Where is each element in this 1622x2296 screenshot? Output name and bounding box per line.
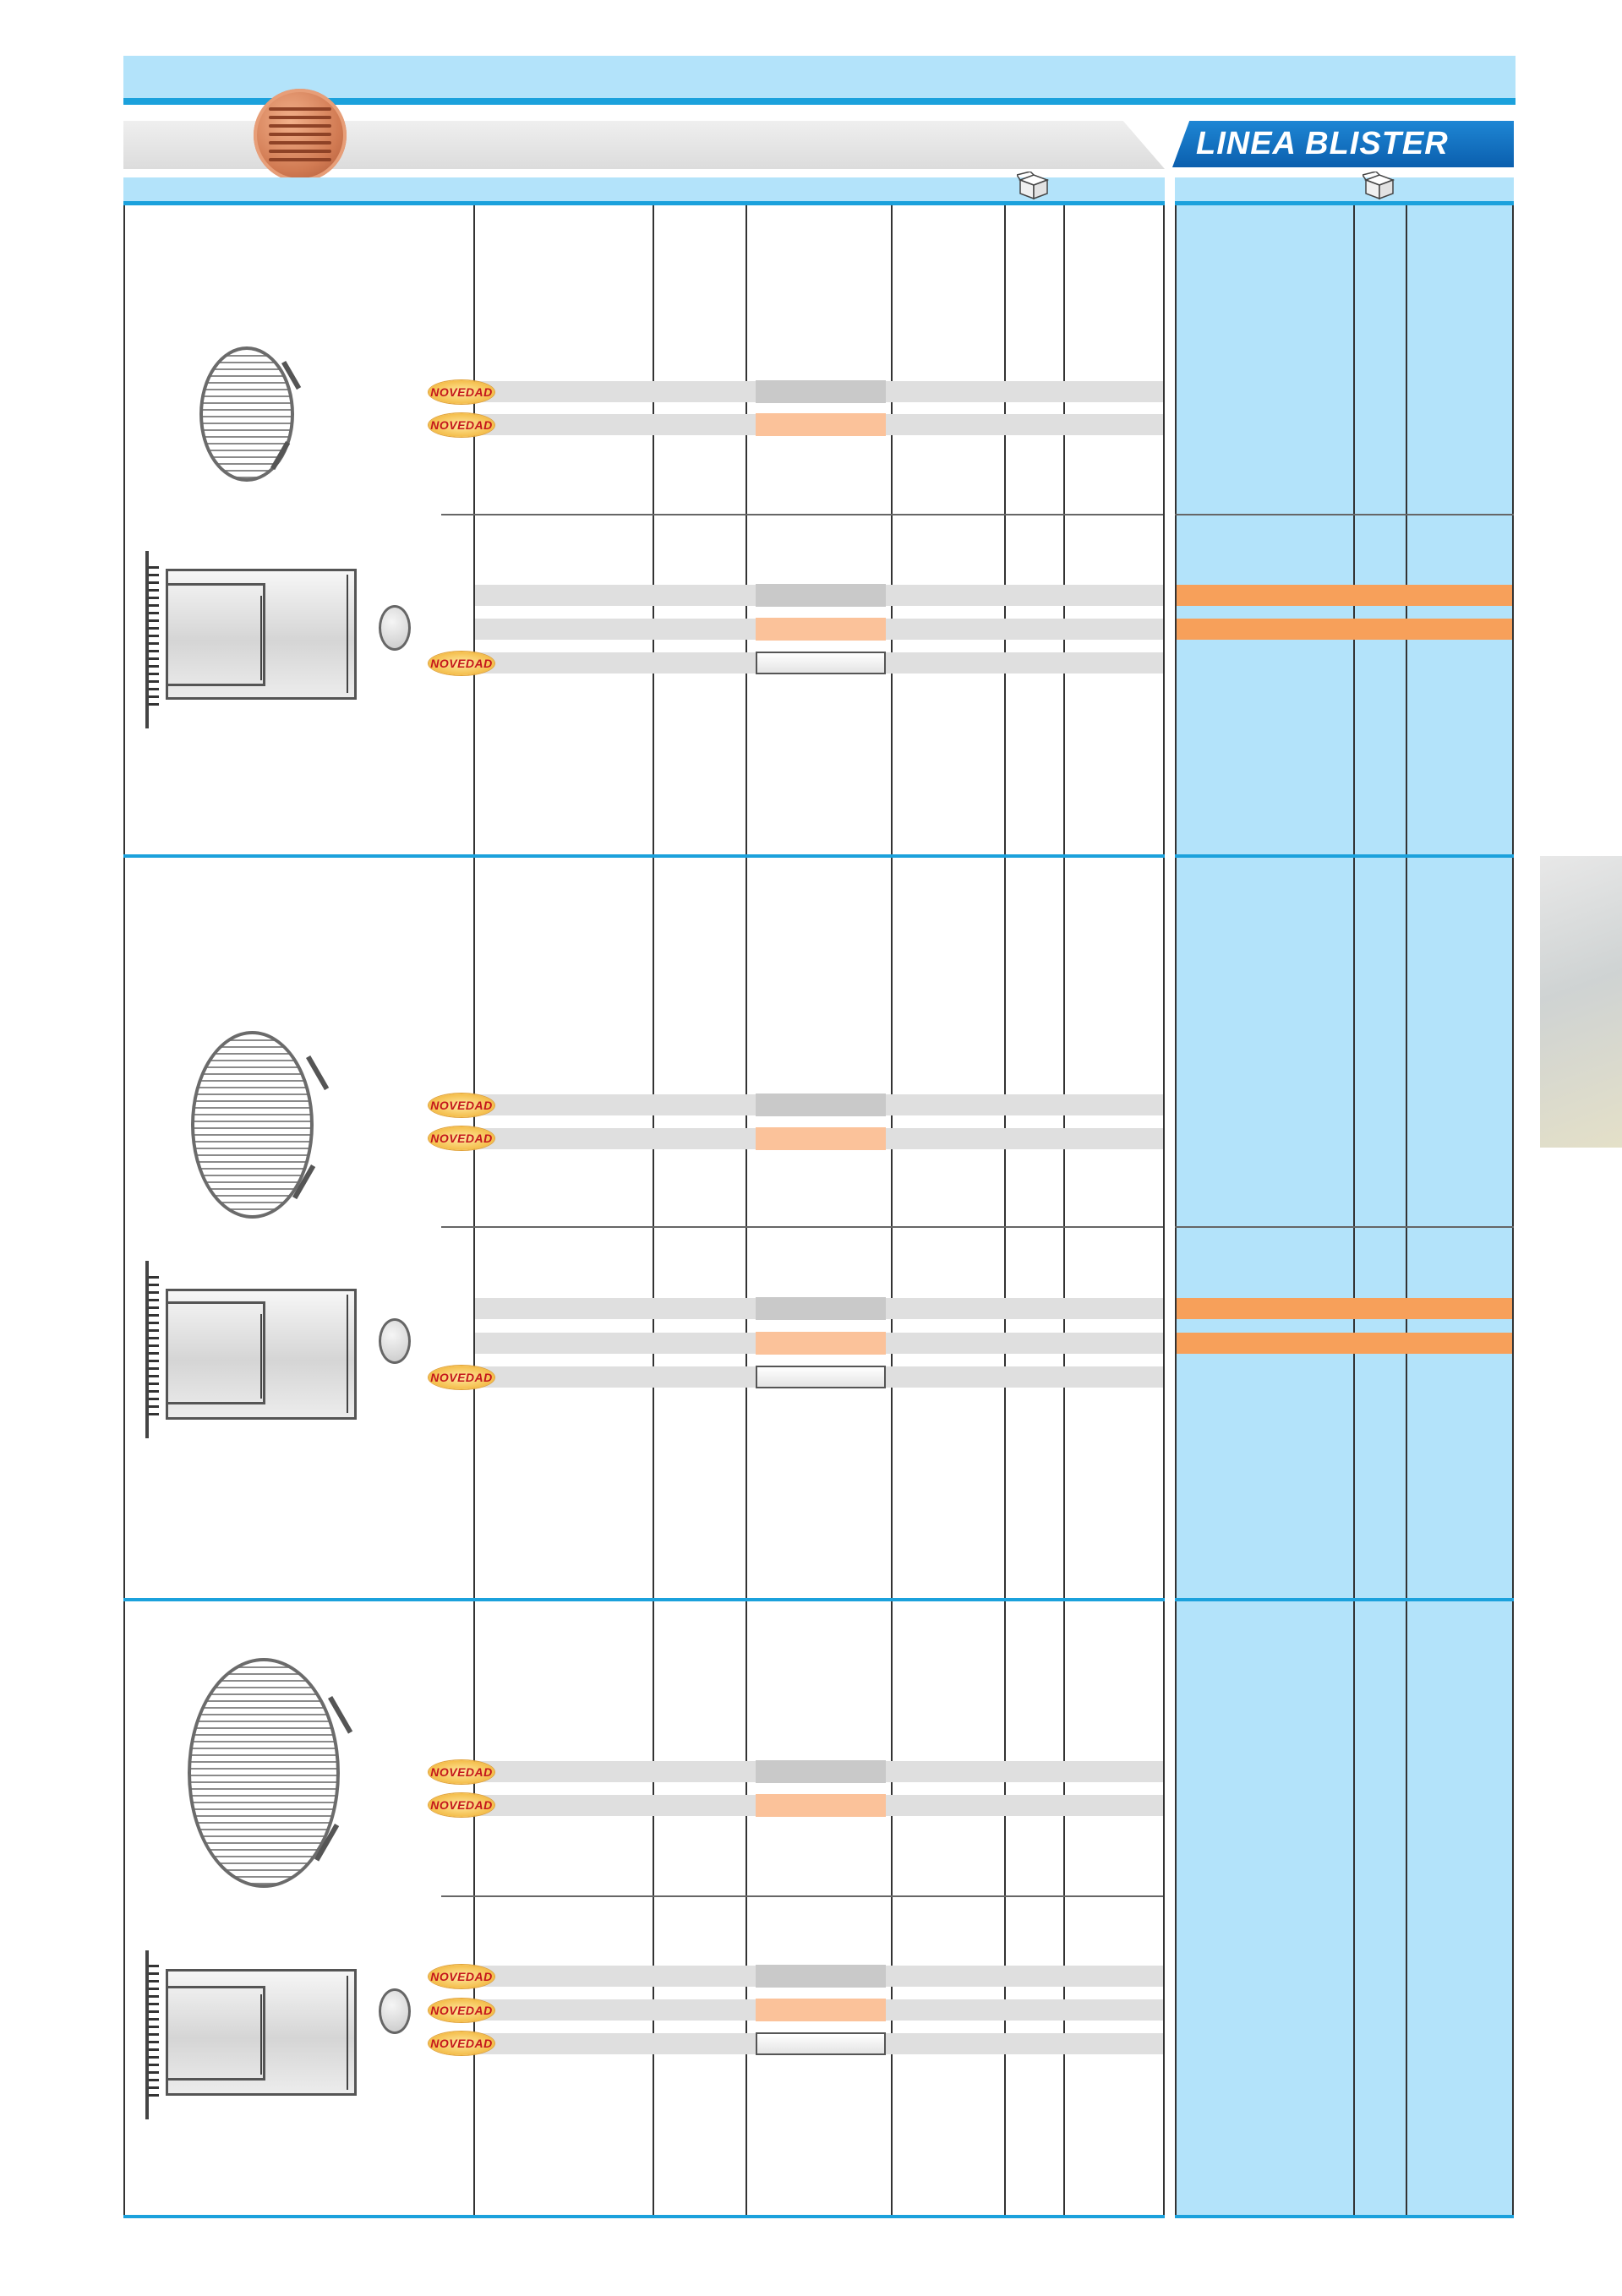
white-swatch-cell xyxy=(756,1366,886,1388)
sub-rule xyxy=(441,514,1163,515)
blister-highlight-row xyxy=(1177,619,1512,640)
novedad-badge: NOVEDAD xyxy=(429,1126,494,1150)
peach-swatch-cell xyxy=(756,1127,886,1150)
column-line xyxy=(891,205,893,2217)
round-grille-drawing xyxy=(191,1031,314,1219)
duct-teeth xyxy=(149,1965,159,2100)
blister-column-header-rule xyxy=(1175,201,1514,205)
column-header-rule xyxy=(123,201,1165,205)
column-line xyxy=(1163,205,1165,2217)
white-swatch-cell xyxy=(756,2032,886,2055)
novedad-badge: NOVEDAD xyxy=(429,413,494,437)
end-cap-drawing xyxy=(379,1988,411,2034)
dimension-arrow xyxy=(260,596,262,680)
duct-inner-sleeve xyxy=(166,1301,265,1404)
blister-panel xyxy=(1175,205,1514,2217)
novedad-badge: NOVEDAD xyxy=(429,1965,494,1988)
spring-clip xyxy=(306,1055,330,1091)
blister-highlight-row xyxy=(1177,1298,1512,1319)
column-line xyxy=(1063,205,1065,2217)
column-line xyxy=(1004,205,1006,2217)
box-icon xyxy=(1017,172,1050,200)
duct-teeth xyxy=(149,1276,159,1420)
duct-flange xyxy=(145,1261,149,1438)
column-line xyxy=(1353,205,1355,2217)
copper-grille-thumbnail xyxy=(254,89,347,182)
duct-teeth xyxy=(149,566,159,710)
peach-swatch-cell xyxy=(756,618,886,641)
peach-swatch-cell xyxy=(756,1999,886,2021)
box-icon xyxy=(1363,172,1395,200)
round-grille-drawing xyxy=(188,1658,340,1888)
top-color-band xyxy=(123,56,1516,101)
gray-swatch-cell xyxy=(756,1760,886,1783)
gray-swatch-cell xyxy=(756,584,886,607)
blister-column-header-strip xyxy=(1175,177,1514,203)
peach-swatch-cell xyxy=(756,1794,886,1817)
sub-rule xyxy=(441,1895,1163,1897)
dimension-arrow xyxy=(347,575,348,693)
column-line xyxy=(1406,205,1407,2217)
section-rule xyxy=(123,1598,1165,1601)
section-rule xyxy=(123,2215,1165,2218)
novedad-badge: NOVEDAD xyxy=(429,1793,494,1817)
round-grille-drawing xyxy=(199,346,294,482)
sub-rule xyxy=(441,1226,1163,1228)
novedad-badge: NOVEDAD xyxy=(429,1999,494,2022)
duct-inner-sleeve xyxy=(166,583,265,686)
white-swatch-cell xyxy=(756,652,886,674)
gray-swatch-cell xyxy=(756,1965,886,1988)
end-cap-drawing xyxy=(379,1318,411,1364)
column-line xyxy=(745,205,747,2217)
duct-flange xyxy=(145,1950,149,2119)
peach-swatch-cell xyxy=(756,1332,886,1355)
column-line xyxy=(1512,205,1514,2217)
side-material-swatch xyxy=(1540,856,1622,1148)
sub-rule xyxy=(1175,514,1514,515)
column-header-strip xyxy=(123,177,1165,203)
novedad-badge: NOVEDAD xyxy=(429,1366,494,1389)
novedad-badge: NOVEDAD xyxy=(429,380,494,404)
duct-flange xyxy=(145,551,149,728)
blister-highlight-row xyxy=(1177,585,1512,606)
dimension-arrow xyxy=(260,1314,262,1399)
gray-swatch-cell xyxy=(756,1297,886,1320)
end-cap-drawing xyxy=(379,605,411,651)
sub-rule xyxy=(1175,1226,1514,1228)
novedad-badge: NOVEDAD xyxy=(429,1093,494,1117)
novedad-badge: NOVEDAD xyxy=(429,2031,494,2055)
gray-swatch-cell xyxy=(756,1093,886,1116)
column-line xyxy=(653,205,654,2217)
novedad-badge: NOVEDAD xyxy=(429,652,494,675)
dimension-arrow xyxy=(260,1994,262,2075)
section-rule xyxy=(1175,854,1514,858)
blister-highlight-row xyxy=(1177,1333,1512,1354)
column-line xyxy=(123,205,125,2217)
peach-swatch-cell xyxy=(756,413,886,436)
column-line xyxy=(473,205,475,2217)
top-rule xyxy=(123,98,1516,105)
section-rule xyxy=(123,854,1165,858)
dimension-arrow xyxy=(347,1295,348,1413)
section-rule xyxy=(1175,2215,1514,2218)
linea-blister-banner: LINEA BLISTER xyxy=(1172,121,1514,167)
dimension-arrow xyxy=(347,1976,348,2090)
duct-inner-sleeve xyxy=(166,1986,265,2081)
novedad-badge: NOVEDAD xyxy=(429,1760,494,1784)
column-line xyxy=(1175,205,1177,2217)
section-rule xyxy=(1175,1598,1514,1601)
gray-swatch-cell xyxy=(756,380,886,403)
